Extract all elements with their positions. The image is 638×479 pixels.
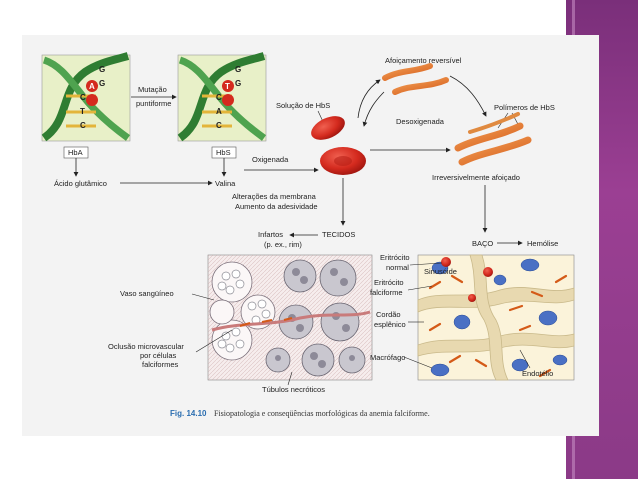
- occlusion-label: falciformes: [142, 360, 179, 369]
- endothelium-label: Endotélio: [522, 369, 553, 378]
- polymers-label: Polímeros de HbS: [494, 103, 555, 112]
- endothelium-leader: [519, 349, 531, 369]
- sickle-rbc-label: Eritrócito: [374, 278, 404, 287]
- normal-rbc-leader: [409, 262, 443, 266]
- reversible-sickling-label: Afoiçamento reversível: [385, 56, 462, 65]
- oxygenated-label: Oxigenada: [252, 155, 289, 164]
- kidney-histology-image: [207, 254, 373, 381]
- occlusion-label: por células: [140, 351, 177, 360]
- mutation-base-circle: [86, 80, 98, 92]
- deoxygenated-label: Desoxigenada: [396, 117, 445, 126]
- valine-label: Valina: [215, 179, 236, 188]
- membrane-label: Aumento da adesividade: [235, 202, 318, 211]
- base-label: C: [216, 93, 222, 102]
- base-label: G: [235, 79, 241, 88]
- normal-rbc-label: Eritrócito: [380, 253, 410, 262]
- spleen-histology-image: [417, 254, 575, 381]
- macrophage-leader: [403, 356, 433, 369]
- base-label: C: [80, 121, 86, 130]
- tissues-label: TECIDOS: [322, 230, 355, 239]
- hbs-solution-label: Solução de HbS: [276, 101, 330, 110]
- base-label: C: [216, 121, 222, 130]
- dna-panel-hba: C T C G A G: [41, 52, 131, 142]
- macrophage-label: Macrófago: [370, 353, 405, 362]
- spleen-label: BAÇO: [472, 239, 493, 248]
- sickle-cell-icon: [458, 136, 532, 166]
- vessel-label: Vaso sangüíneo: [120, 289, 174, 298]
- mutation-label: Mutação: [138, 85, 167, 94]
- tissue-example-label: (p. ex., rim): [264, 240, 302, 249]
- dna-panel-hbs: C A C G T G: [177, 52, 267, 142]
- mutation-label: puntiforme: [136, 99, 171, 108]
- reversible-arrow-down: [362, 91, 385, 127]
- base-label: T: [225, 82, 230, 91]
- rbc-center-pallor: [334, 156, 352, 166]
- cord-label: Cordão: [376, 310, 401, 319]
- caption-number: Fig. 14.10: [170, 409, 207, 418]
- tubules-leader: [287, 371, 293, 386]
- normal-rbc-label: normal: [386, 263, 409, 272]
- base-label: G: [99, 65, 105, 74]
- hemolysis-label: Hemólise: [527, 239, 558, 248]
- caption-text: Fisiopatologia e conseqüências morfológi…: [214, 409, 430, 418]
- sickle-cell-icon: [382, 63, 433, 81]
- base-label: T: [80, 107, 85, 116]
- tubules-label: Túbulos necróticos: [262, 385, 325, 394]
- occlusion-label: Oclusão microvascular: [108, 342, 184, 351]
- sickle-cell-icon: [392, 77, 449, 95]
- infarcts-label: Infartos: [258, 230, 283, 239]
- rbc-solution-icon: [311, 116, 345, 140]
- base-label: C: [80, 93, 86, 102]
- reversible-arrow-up: [357, 79, 381, 119]
- mutation-base-circle: [222, 80, 234, 92]
- base-label: G: [235, 65, 241, 74]
- base-label: G: [99, 79, 105, 88]
- occlusion-leader: [195, 329, 233, 353]
- mutation-base-circle: [222, 94, 234, 106]
- hbs-label: HbS: [216, 148, 231, 157]
- deoxygenated-curve-arrow: [449, 75, 487, 117]
- sinusoid-label: Sinusóide: [424, 267, 457, 276]
- mutation-base-circle: [86, 94, 98, 106]
- sickle-rbc-leader: [407, 285, 433, 291]
- cord-label: esplênico: [374, 320, 406, 329]
- hba-label: HbA: [68, 148, 83, 157]
- membrane-label: Alterações da membrana: [232, 192, 317, 201]
- sickle-cell-icon: [454, 122, 524, 152]
- vessel-leader: [191, 293, 215, 301]
- base-label: A: [216, 107, 222, 116]
- sickle-cell-icon: [468, 112, 520, 134]
- glutamic-acid-label: Ácido glutâmico: [54, 179, 107, 188]
- sickle-rbc-label: falciforme: [370, 288, 403, 297]
- irreversible-label: Irreversivelmente afoiçado: [432, 173, 520, 182]
- base-label: A: [89, 82, 95, 91]
